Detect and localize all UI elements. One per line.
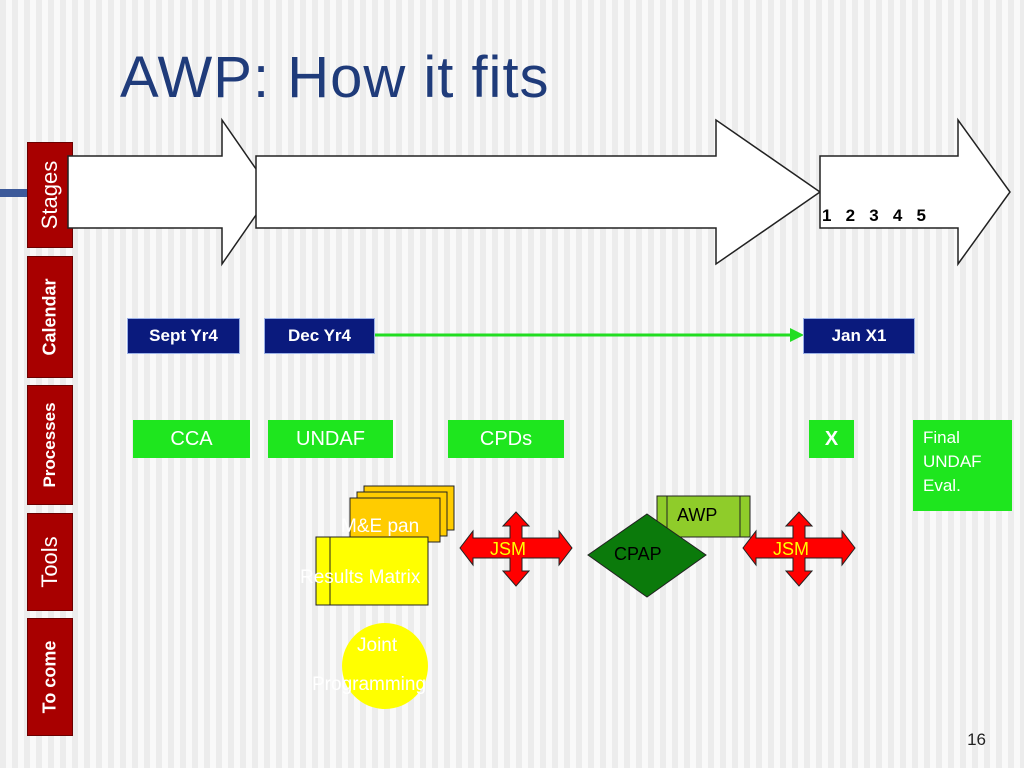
results-matrix-label: Results Matrix xyxy=(300,567,421,588)
final-line3: Eval. xyxy=(923,476,961,495)
monitoring-label-line2: and Analysis xyxy=(103,194,203,211)
process-undaf: UNDAF xyxy=(268,420,393,458)
jsm-label-right: JSM xyxy=(773,539,809,559)
process-cca: CCA xyxy=(133,420,250,458)
joint-label-line1: Joint xyxy=(357,635,398,656)
awp-box xyxy=(656,495,751,538)
joint-label-line2: Programming xyxy=(312,674,427,695)
implementation-years: 1 2 3 4 5 xyxy=(822,206,926,225)
jsm-label-left: JSM xyxy=(490,539,526,559)
sidebar-item-calendar[interactable]: Calendar xyxy=(27,256,73,378)
cpap-diamond xyxy=(587,513,707,598)
me-plan-label: M&E pan xyxy=(341,516,420,537)
process-cpds: CPDs xyxy=(448,420,564,458)
calendar-dec-yr4: Dec Yr4 xyxy=(264,318,375,354)
implementation-label: Implementation xyxy=(820,182,946,201)
awp-label: AWP xyxy=(677,505,718,525)
timeline-arrow-head xyxy=(790,328,804,342)
sidebar-item-stages[interactable]: Stages xyxy=(27,142,73,248)
joint-programming-circle xyxy=(342,623,428,709)
jsm-4way-arrow-left xyxy=(459,511,573,587)
calendar-sept-yr4: Sept Yr4 xyxy=(127,318,240,354)
cpap-label: CPAP xyxy=(614,544,662,564)
strategies-label: Strategies and Planning xyxy=(377,176,675,207)
implementation-arrow xyxy=(819,117,1011,267)
monitoring-label-line1: Monitoring xyxy=(111,172,195,189)
page-number: 16 xyxy=(967,730,986,749)
sidebar-item-tools[interactable]: Tools xyxy=(27,513,73,611)
jsm-4way-arrow-right xyxy=(742,511,856,587)
final-line2: UNDAF xyxy=(923,452,982,471)
calendar-jan-x1: Jan X1 xyxy=(803,318,915,354)
sidebar-item-to-come[interactable]: To come xyxy=(27,618,73,736)
results-matrix-box xyxy=(315,536,429,606)
monitoring-arrow xyxy=(67,117,273,267)
monitoring-label: Monitoring and Analysis xyxy=(78,170,228,214)
process-final-undaf-eval: Final UNDAF Eval. xyxy=(913,420,1012,511)
process-x: X xyxy=(809,420,854,458)
page-title: AWP: How it fits xyxy=(120,45,550,110)
final-line1: Final xyxy=(923,428,960,447)
sidebar-item-processes[interactable]: Processes xyxy=(27,385,73,505)
strategies-arrow xyxy=(255,118,822,266)
title-accent-bar xyxy=(0,189,40,197)
